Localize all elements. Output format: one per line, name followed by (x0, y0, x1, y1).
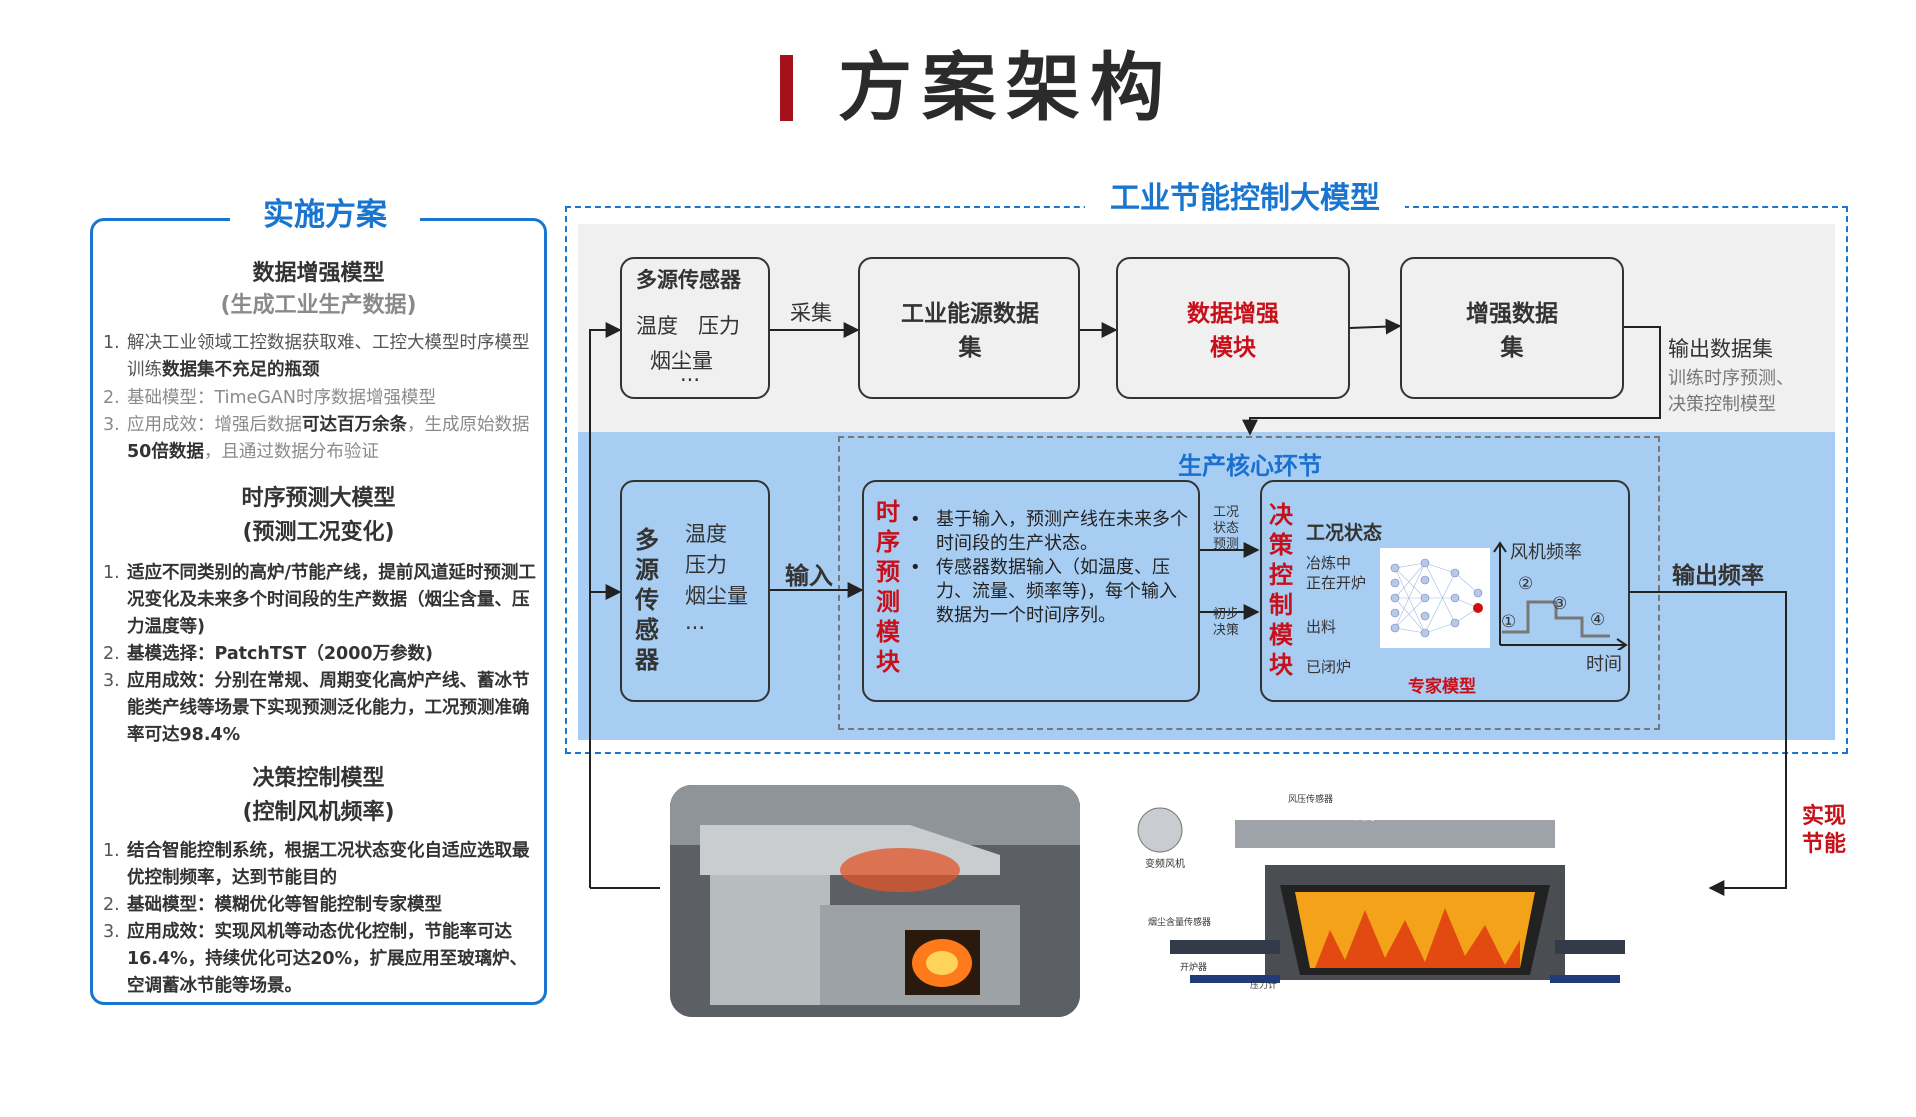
implementation-panel (90, 218, 547, 1005)
furnace-schematic (1130, 790, 1640, 1005)
input-label: 输入 (785, 562, 833, 590)
core-frame (838, 436, 1660, 730)
step-marker: ① (1501, 612, 1517, 632)
sensor-item: 压力 (698, 314, 740, 338)
augment-module-box (1116, 257, 1350, 399)
section-title-forecast: 时序预测大模型 (241, 486, 396, 511)
opener-label: 开炉器 (1180, 963, 1208, 973)
state-item: 已闭炉 (1306, 658, 1352, 676)
section-subtitle-forecast: (预测工况变化) (242, 520, 395, 545)
sensor-title-core: 多源传感器 (635, 526, 659, 674)
sensor-box-core (620, 480, 770, 702)
sensor-box-top (620, 257, 770, 399)
list-item: 1.适应不同类别的高炉/节能产线，提前风道延时预测工况变化及未来多个时间段的生产… (103, 563, 536, 637)
collect-label: 采集 (790, 301, 832, 325)
sensor-item: 烟尘量 (685, 584, 748, 608)
state-item: 正在开炉 (1306, 574, 1367, 592)
sensor-item: 压力 (685, 553, 727, 577)
augmented-dataset-box (1400, 257, 1624, 399)
energy-saving-label: 实现节能 (1801, 804, 1846, 857)
dust-sensor-label: 烟尘含量传感器 (1148, 918, 1212, 928)
title-accent-bar (780, 55, 793, 121)
section-subtitle-augment: (生成工业生产数据) (220, 293, 417, 318)
output-frequency-label: 输出频率 (1672, 563, 1764, 589)
section-title-augment: 数据增强模型 (252, 261, 385, 286)
decision-module-label: 决策控制模块 (1269, 501, 1293, 679)
energy-dataset-box (858, 257, 1080, 399)
ts-bullet: 传感器数据输入（如温度、压力、流量、频率等)，每个输入数据为一个时间序列。 (936, 557, 1178, 626)
frequency-step-chart (1493, 541, 1628, 650)
page-title: 方案架构 (838, 45, 1174, 131)
sensor-item: ... (680, 362, 701, 386)
step-marker: ③ (1552, 594, 1568, 614)
timeseries-module-label: 时序预测模块 (876, 498, 900, 676)
state-forecast-label: 工况状态预测 (1212, 505, 1239, 552)
neural-network-graphic (1380, 548, 1490, 648)
state-item: 出料 (1306, 618, 1337, 636)
ts-bullet: 基于输入，预测产线在未来多个时间段的生产状态。 (936, 509, 1188, 554)
state-title: 工况状态 (1306, 522, 1383, 544)
implementation-heading: 实施方案 (230, 195, 420, 235)
list-item: 2.基础模型：模糊优化等智能控制专家模型 (103, 895, 442, 915)
pressure-sensor-label: 风压传感器 (1288, 795, 1334, 805)
list-item: 1.结合智能控制系统，根据工况状态变化自适应选取最优控制频率，达到节能目的 (103, 841, 530, 888)
augmented-dataset-label: 增强数据集 (1466, 301, 1558, 361)
gauge-label: 压力计 (1250, 981, 1278, 991)
augment-module-label: 数据增强模块 (1187, 301, 1279, 361)
list-item: 2.基础模型：TimeGAN时序数据增强模型 (103, 388, 436, 408)
step-marker: ② (1518, 574, 1534, 594)
sensor-item: 温度 (636, 314, 678, 338)
section-title-decision: 决策控制模型 (252, 766, 385, 791)
sensor-item: 温度 (685, 522, 727, 546)
sensor-item: 烟尘量 (650, 349, 713, 373)
sensor-item: ... (685, 610, 706, 634)
initial-decision-label: 初步决策 (1212, 607, 1239, 638)
list-item: 2.基模选择：PatchTST（2000万参数) (103, 644, 434, 664)
section-subtitle-decision: (控制风机频率) (242, 800, 395, 825)
timeseries-module-box (862, 480, 1200, 702)
timeseries-bullets: •基于输入，预测产线在未来多个时间段的生产状态。 •传感器数据输入（如温度、压力… (910, 509, 1188, 626)
chart-x-label: 时间 (1586, 654, 1622, 675)
list-item: 3.应用成效：增强后数据可达百万余条，生成原始数据50倍数据，且通过数据分布验证 (103, 415, 530, 462)
core-title: 生产核心环节 (1178, 452, 1322, 480)
sensor-title-top: 多源传感器 (636, 268, 741, 292)
list-item: 3.应用成效：实现风机等动态优化控制，节能率可达16.4%，持续优化可达20%，… (103, 922, 528, 996)
step-marker: ④ (1590, 610, 1606, 630)
list-item: 3.应用成效：分别在常规、周期变化高炉产线、蓄冰节能类产线等场景下实现预测泛化能… (103, 671, 530, 745)
expert-model-label: 专家模型 (1408, 677, 1476, 697)
chart-y-label: 风机频率 (1510, 542, 1582, 563)
air-door-label: 风门 (1355, 812, 1375, 823)
model-title: 工业节能控制大模型 (1085, 178, 1405, 220)
fan-label: 变频风机 (1145, 859, 1185, 870)
energy-dataset-label: 工业能源数据集 (901, 301, 1039, 361)
list-item: 1.解决工业领域工控数据获取难、工控大模型时序模型训练数据集不充足的瓶颈 (103, 333, 530, 380)
state-item: 冶炼中 (1306, 554, 1352, 572)
output-dataset-desc: 训练时序预测、决策控制模型 (1668, 368, 1794, 415)
furnace-photo (670, 785, 1080, 1017)
output-dataset-title: 输出数据集 (1668, 337, 1773, 361)
